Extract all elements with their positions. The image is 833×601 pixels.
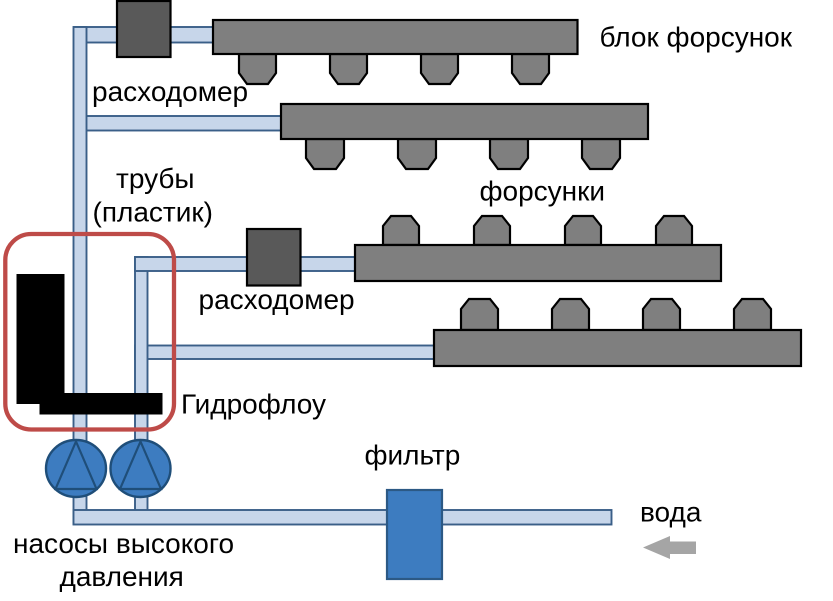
svg-text:(пластик): (пластик) (93, 197, 213, 228)
svg-text:трубы: трубы (116, 163, 195, 194)
svg-text:расходомер: расходомер (199, 284, 355, 315)
svg-text:форсунки: форсунки (480, 176, 606, 207)
svg-text:расходомер: расходомер (92, 76, 248, 107)
svg-text:блок форсунок: блок форсунок (600, 22, 793, 53)
svg-text:вода: вода (640, 497, 702, 528)
svg-text:Гидрофлоу: Гидрофлоу (181, 389, 326, 420)
svg-text:фильтр: фильтр (365, 440, 461, 471)
svg-text:насосы высокого: насосы высокого (13, 528, 234, 559)
svg-text:давления: давления (60, 561, 184, 592)
